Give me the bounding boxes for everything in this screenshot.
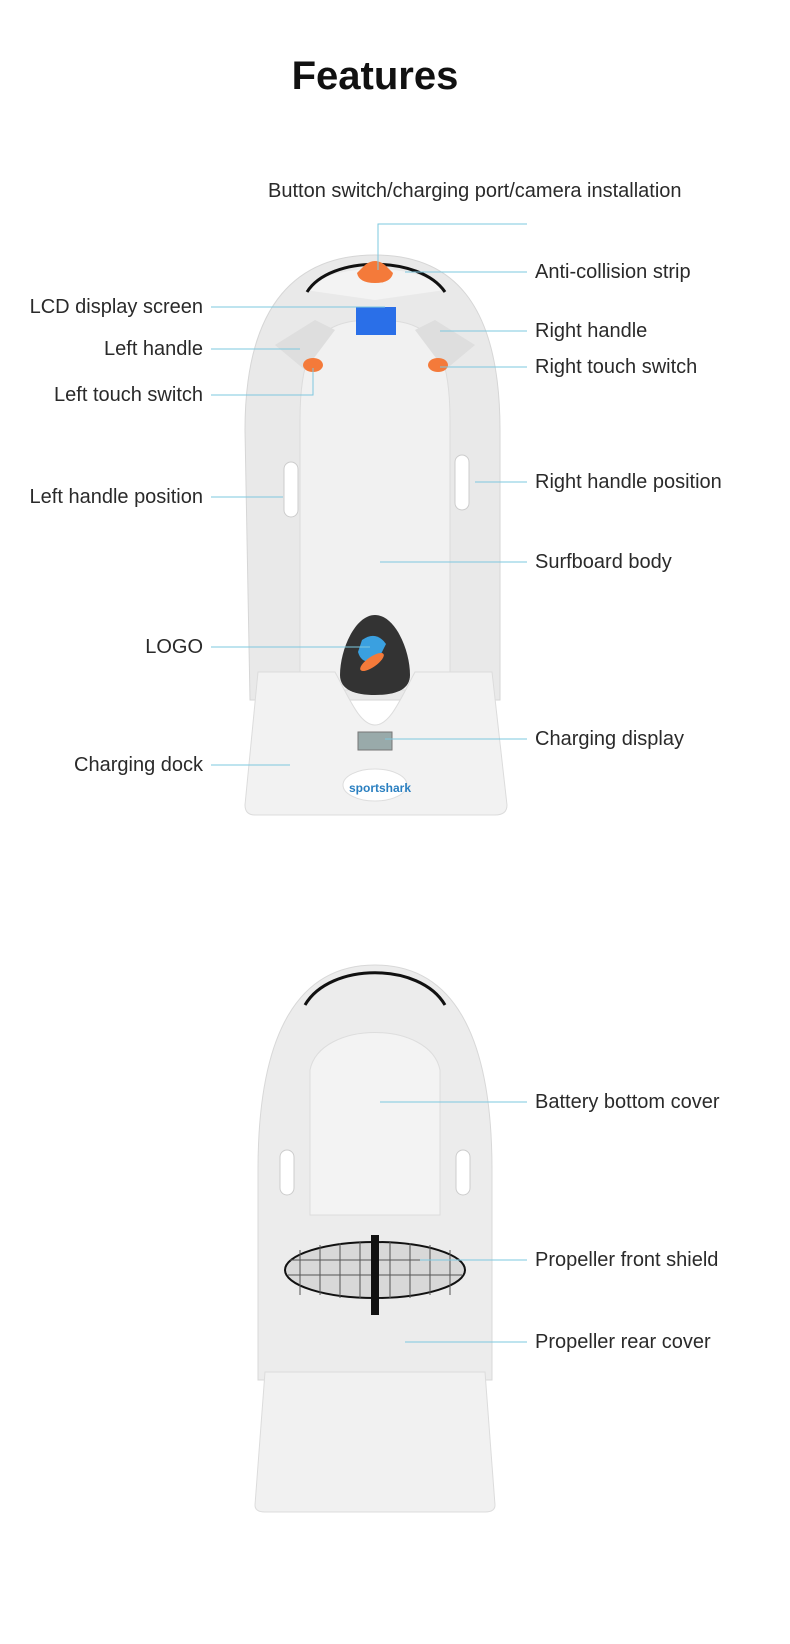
left-touch-switch-icon	[303, 358, 323, 372]
brand-logo-text: sportshark	[349, 781, 412, 795]
label-surfboard-body: Surfboard body	[535, 551, 672, 573]
charging-display-icon	[357, 731, 393, 751]
label-charging-dock: Charging dock	[74, 754, 203, 776]
top-view-board	[244, 254, 501, 701]
leader-lines	[211, 223, 527, 1343]
label-left-handle-position: Left handle position	[29, 486, 203, 508]
label-right-touch-switch: Right touch switch	[535, 356, 698, 378]
label-anti-collision-strip: Anti-collision strip	[535, 261, 691, 283]
bottom-view-board	[254, 964, 496, 1513]
charging-dock	[244, 671, 508, 816]
label-right-handle-position: Right handle position	[535, 471, 722, 493]
label-left-handle: Left handle	[104, 338, 203, 360]
label-button-switch: Button switch/charging port/camera insta…	[268, 180, 682, 202]
label-battery-bottom-cover: Battery bottom cover	[535, 1091, 720, 1113]
page-title: Features	[291, 54, 459, 98]
label-right-handle: Right handle	[535, 320, 648, 342]
label-logo: LOGO	[145, 636, 203, 658]
button-switch-icon	[357, 261, 393, 283]
right-touch-switch-icon	[428, 358, 448, 372]
label-left-touch-switch: Left touch switch	[54, 384, 203, 406]
label-propeller-front-shield: Propeller front shield	[535, 1249, 719, 1271]
lcd-screen-icon	[356, 307, 396, 335]
label-propeller-rear-cover: Propeller rear cover	[535, 1331, 711, 1353]
label-charging-display: Charging display	[535, 728, 684, 750]
label-lcd-display: LCD display screen	[29, 296, 203, 318]
